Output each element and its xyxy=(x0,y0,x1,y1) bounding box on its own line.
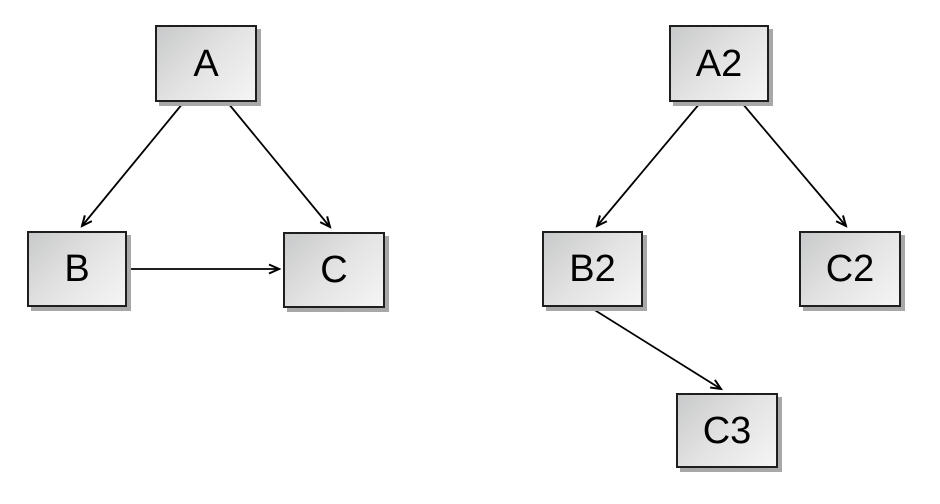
node-B2-label: B2 xyxy=(569,248,616,290)
node-C2-label: C2 xyxy=(825,248,875,290)
node-C3: C3 xyxy=(676,393,778,468)
node-C3-label: C3 xyxy=(702,409,752,452)
node-C: C xyxy=(283,232,385,308)
node-B2: B2 xyxy=(542,231,643,307)
node-C2: C2 xyxy=(799,231,901,307)
node-C-label: C xyxy=(320,249,348,291)
edge-B2-C3 xyxy=(592,308,721,389)
node-A: A xyxy=(155,25,257,102)
node-B-label: B xyxy=(64,248,90,290)
node-A2-label: A2 xyxy=(695,42,743,85)
edge-A2-C2 xyxy=(741,102,846,226)
edge-A2-B2 xyxy=(597,102,701,226)
node-A2: A2 xyxy=(669,25,769,102)
edge-A-B xyxy=(82,102,184,226)
node-A-label: A xyxy=(193,42,219,85)
node-B: B xyxy=(27,231,127,307)
edge-A-C xyxy=(227,102,330,227)
